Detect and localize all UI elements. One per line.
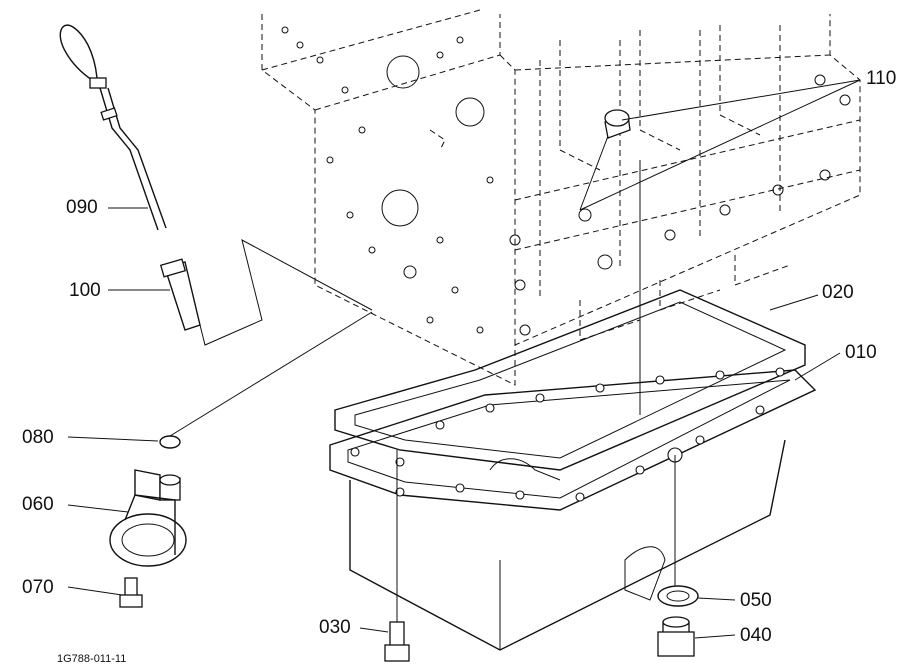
o-ring-080-path [169,311,373,437]
leader-lines [67,79,861,639]
strainer-060-drawing [109,469,187,567]
drain-plug-040-drawing [657,616,695,657]
engine-block [261,9,861,386]
part-label-010: 010 [845,342,877,363]
part-label-040: 040 [740,625,772,646]
diagram-code: 1G788-011-11 [57,653,127,665]
guide-tube-100-drawing [159,239,373,346]
gasket-050-drawing [657,455,699,607]
plug-110-drawing [604,109,631,139]
bolt-030-drawing [384,450,410,662]
part-label-060: 060 [22,494,54,515]
part-label-030: 030 [319,617,351,638]
bolt-070-drawing [119,577,143,608]
part-label-070: 070 [22,577,54,598]
o-ring-080-drawing [159,435,181,449]
part-label-110: 110 [866,68,897,89]
part-label-100: 100 [69,280,101,301]
part-label-090: 090 [66,197,98,218]
part-label-020: 020 [822,282,854,303]
part-label-080: 080 [22,427,54,448]
dipstick-090-drawing [59,24,167,231]
oil-pan-010-drawing [329,160,817,651]
gasket-020-drawing [334,289,806,471]
part-label-050: 050 [740,590,772,611]
